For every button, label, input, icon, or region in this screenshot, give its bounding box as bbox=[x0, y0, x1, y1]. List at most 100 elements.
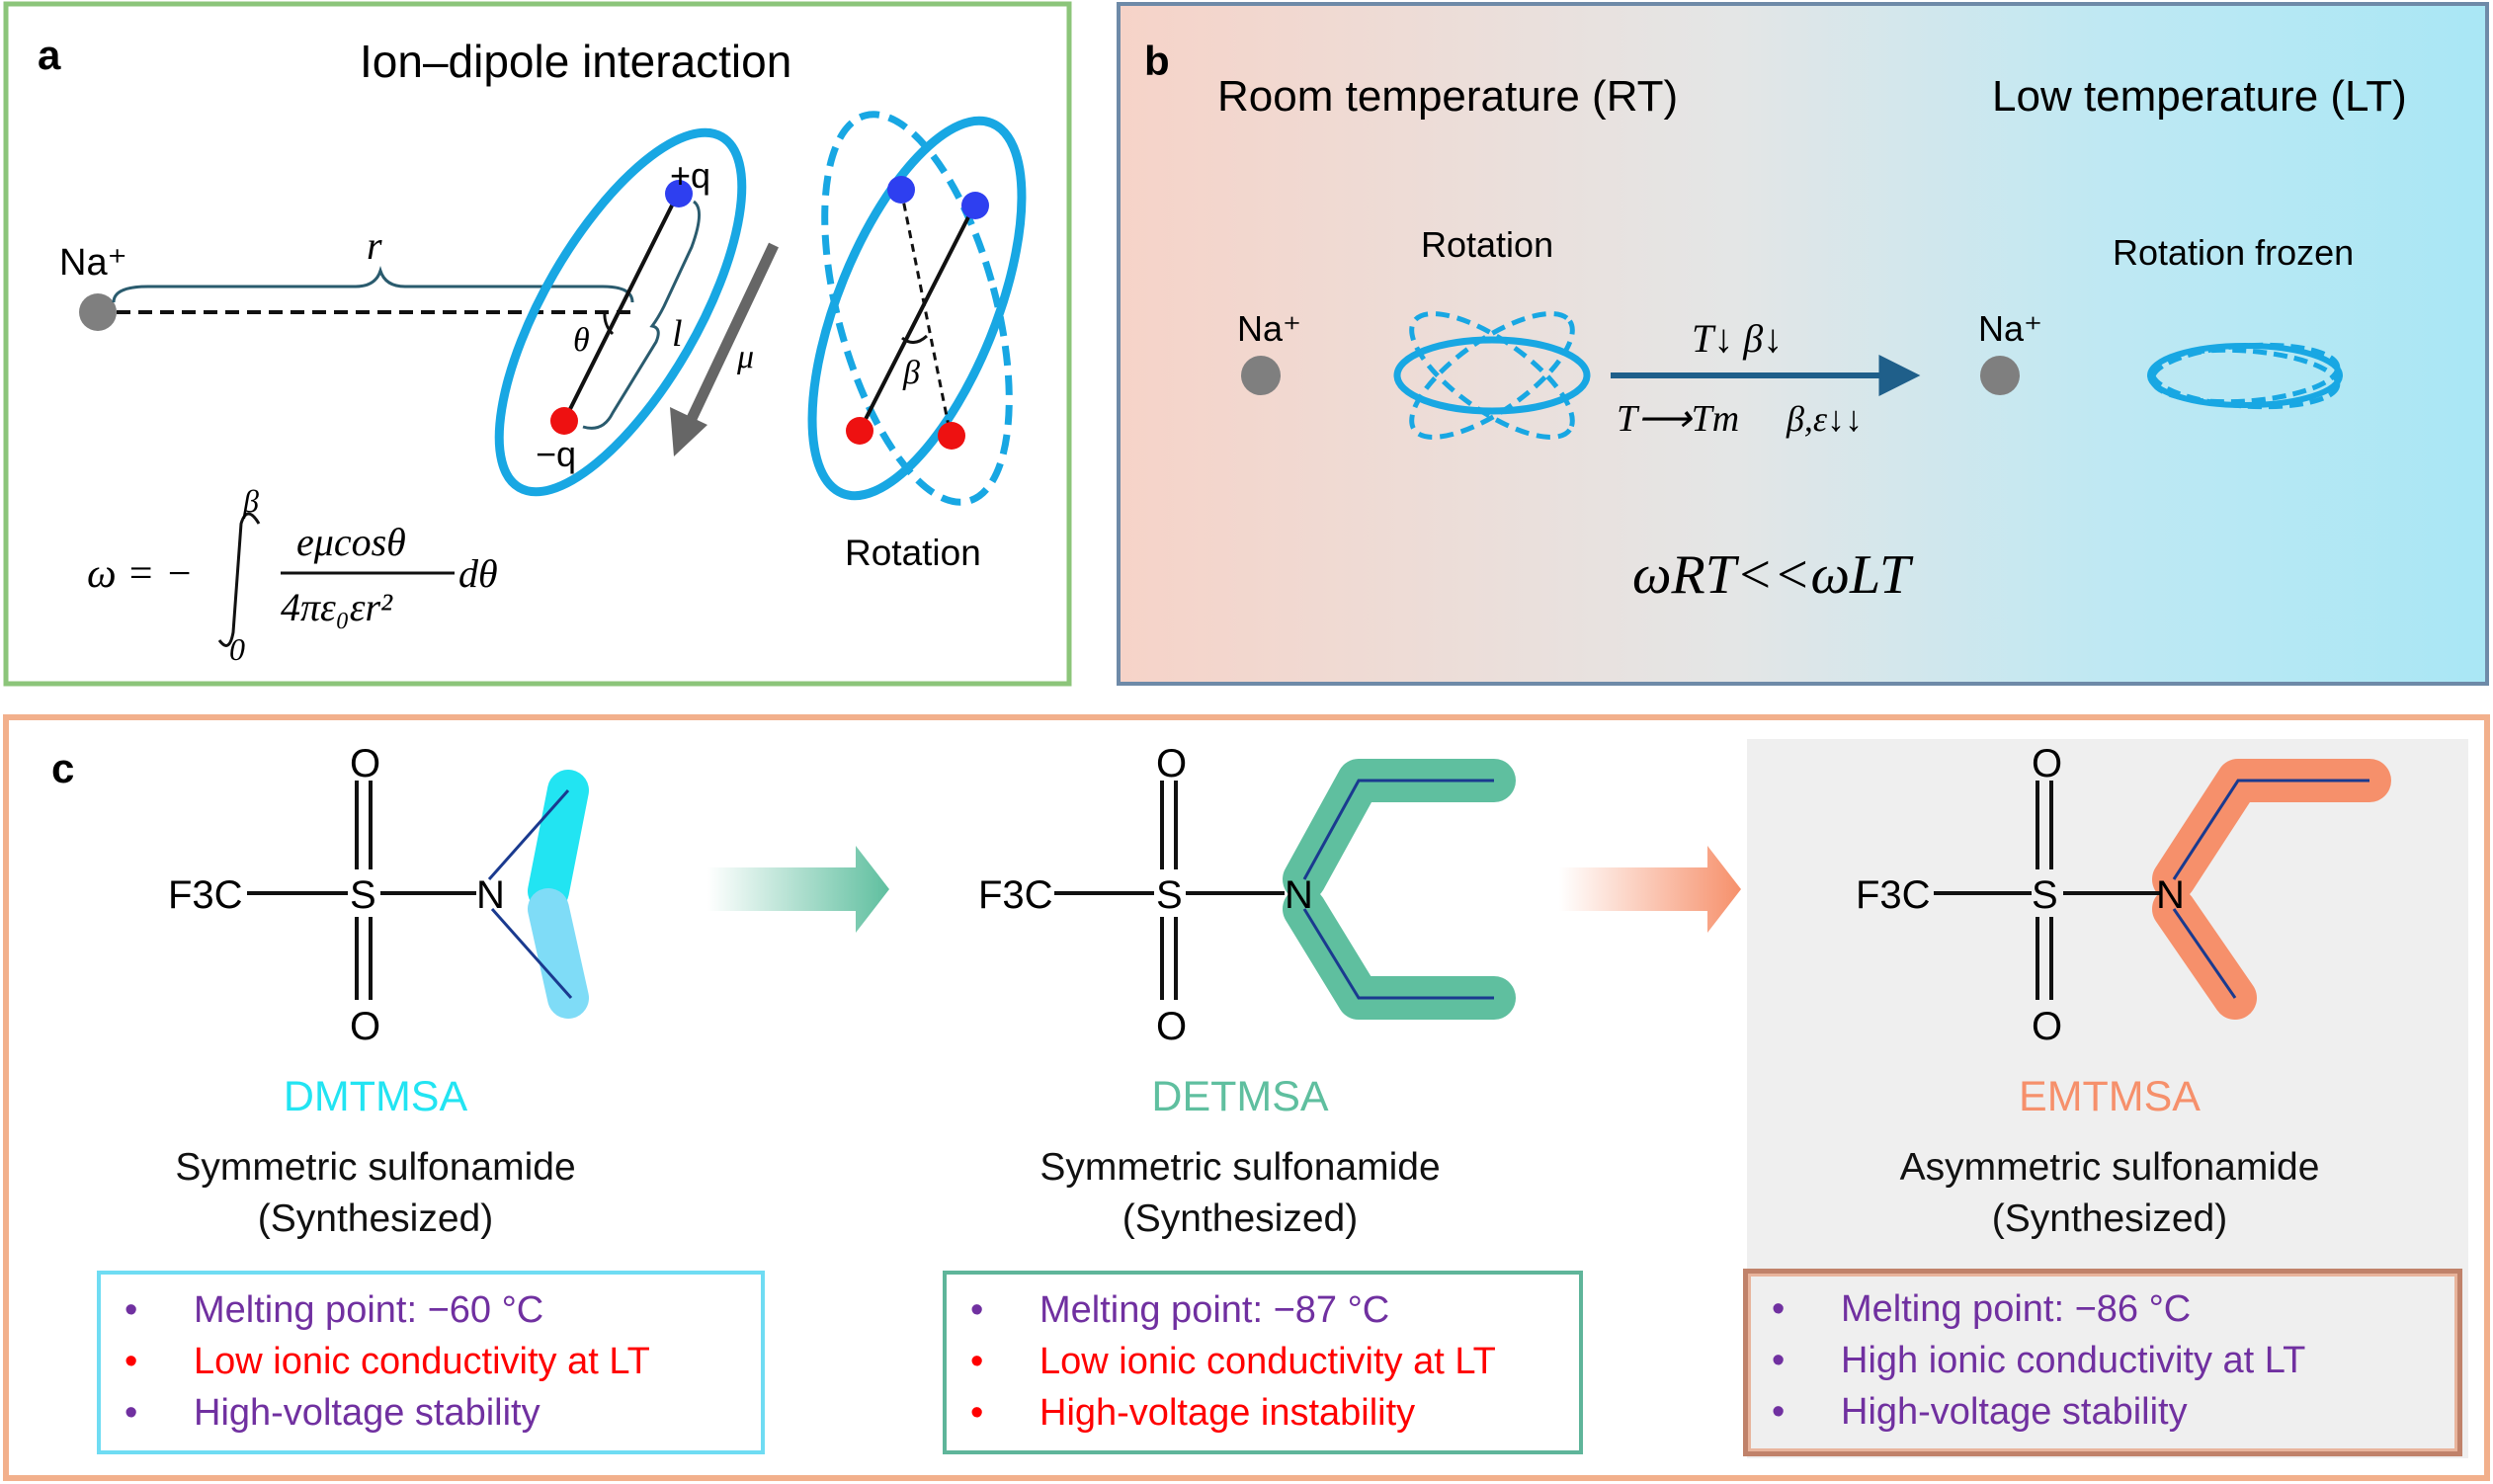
detmsa-description: Symmetric sulfonamide (Synthesized) bbox=[944, 1142, 1537, 1245]
dipole-moment-arrowhead bbox=[670, 407, 707, 456]
dmtmsa-s-label: S bbox=[350, 873, 376, 917]
frozen-label: Rotation frozen bbox=[2113, 232, 2354, 273]
dmtmsa-o-bottom: O bbox=[350, 1005, 380, 1048]
molecule-detmsa bbox=[1054, 759, 1516, 1020]
l-brace bbox=[582, 200, 701, 430]
plus-q-label: +q bbox=[670, 155, 710, 196]
dmtmsa-o-top: O bbox=[350, 742, 380, 785]
detmsa-o-bottom: O bbox=[1156, 1005, 1187, 1048]
rotation-axis-dashed bbox=[899, 189, 953, 437]
upper-limit: β bbox=[242, 483, 259, 519]
rt-ellipse-solid bbox=[1393, 336, 1591, 415]
beta-label: β bbox=[902, 355, 920, 391]
lt-ellipse-1 bbox=[2147, 343, 2343, 408]
detmsa-group-label: F3C bbox=[978, 873, 1053, 917]
detmsa-properties-box: •Melting point: −87 °C •Low ionic conduc… bbox=[943, 1271, 1583, 1454]
positive-pole bbox=[665, 180, 693, 207]
negative-pole bbox=[550, 407, 578, 435]
molecule-dmtmsa bbox=[247, 770, 589, 1019]
rt-ellipse-dashed-2 bbox=[1409, 311, 1575, 440]
dmtmsa-name: DMTMSA bbox=[283, 1073, 468, 1120]
rotation-label-a: Rotation bbox=[845, 533, 981, 573]
emtmsa-type: Asymmetric sulfonamide bbox=[1899, 1146, 2320, 1189]
theta-arc bbox=[603, 311, 615, 336]
arrow-bottom-right-label: β,ε↓↓ bbox=[1786, 399, 1863, 439]
dmtmsa-n-label: N bbox=[476, 873, 505, 917]
emtmsa-properties-box: •Melting point: −86 °C •High ionic condu… bbox=[1743, 1269, 2462, 1456]
formula-differential: dθ bbox=[458, 551, 498, 596]
ion-label-rt: Na⁺ bbox=[1237, 308, 1301, 349]
emtmsa-o-bottom: O bbox=[2032, 1005, 2062, 1048]
lt-title: Low temperature (LT) bbox=[1992, 72, 2407, 121]
detmsa-o-top: O bbox=[1156, 742, 1187, 785]
formula-denominator: 4πε₀εr² bbox=[281, 585, 393, 629]
rotation-negative-pole-1 bbox=[846, 417, 873, 445]
energy-relation: ωRT<<ωLT bbox=[1632, 544, 1914, 606]
formula-lhs: ω = − bbox=[87, 551, 193, 597]
detmsa-prop-3: •High-voltage instability bbox=[970, 1392, 1416, 1434]
minus-q-label: −q bbox=[536, 434, 576, 474]
dmtmsa-group-label: F3C bbox=[168, 873, 243, 917]
arrow-dmtmsa-to-detmsa bbox=[707, 846, 889, 933]
panel-a-label: a bbox=[38, 32, 61, 78]
theta-label: θ bbox=[573, 322, 590, 359]
emtmsa-name: EMTMSA bbox=[2019, 1073, 2201, 1120]
dipole-axis bbox=[562, 195, 679, 422]
rotation-positive-pole-1 bbox=[887, 176, 915, 204]
detmsa-prop-2: •Low ionic conductivity at LT bbox=[970, 1341, 1496, 1382]
panel-c-label: c bbox=[51, 745, 74, 791]
rotation-label-b: Rotation bbox=[1421, 224, 1553, 265]
arrow-top-label: T↓ β↓ bbox=[1692, 316, 1783, 361]
dipole-moment-arrow bbox=[684, 242, 779, 428]
rt-ellipse-dashed-1 bbox=[1409, 311, 1575, 440]
rt-title: Room temperature (RT) bbox=[1217, 72, 1678, 121]
dipole-ellipse bbox=[494, 127, 747, 497]
dmtmsa-properties-box: •Melting point: −60 °C •Low ionic conduc… bbox=[97, 1271, 765, 1454]
emtmsa-synth: (Synthesized) bbox=[1991, 1197, 2228, 1240]
sodium-ion bbox=[79, 293, 117, 331]
arrow-detmsa-to-emtmsa bbox=[1559, 846, 1741, 933]
emtmsa-prop-2: •High ionic conductivity at LT bbox=[1772, 1340, 2306, 1381]
dmtmsa-synth: (Synthesized) bbox=[257, 1197, 494, 1240]
detmsa-prop-1: •Melting point: −87 °C bbox=[970, 1289, 1390, 1331]
molecule-emtmsa bbox=[1934, 759, 2391, 1020]
ion-label-a: Na⁺ bbox=[59, 242, 127, 284]
sodium-ion-lt bbox=[1980, 356, 2020, 395]
lt-ellipse-2 bbox=[2149, 347, 2341, 410]
dmtmsa-description: Symmetric sulfonamide (Synthesized) bbox=[79, 1142, 672, 1245]
lower-limit: 0 bbox=[229, 631, 245, 667]
emtmsa-n-label: N bbox=[2156, 873, 2185, 917]
rotation-negative-pole-2 bbox=[938, 422, 965, 450]
emtmsa-group-label: F3C bbox=[1856, 873, 1931, 917]
ion-label-lt: Na⁺ bbox=[1978, 308, 2042, 349]
emtmsa-prop-1: •Melting point: −86 °C bbox=[1772, 1288, 2192, 1330]
dmtmsa-prop-3: •High-voltage stability bbox=[125, 1392, 540, 1434]
emtmsa-description: Asymmetric sulfonamide (Synthesized) bbox=[1813, 1142, 2406, 1245]
beta-arc bbox=[901, 334, 929, 344]
integral-sign bbox=[217, 512, 261, 647]
lt-ellipse-3 bbox=[2149, 342, 2341, 405]
panel-a-title: Ion–dipole interaction bbox=[360, 36, 791, 87]
sodium-ion-rt bbox=[1241, 356, 1281, 395]
dmtmsa-type: Symmetric sulfonamide bbox=[175, 1146, 576, 1189]
mu-label: μ bbox=[736, 339, 754, 375]
rotation-positive-pole-2 bbox=[961, 192, 989, 219]
r-label: r bbox=[367, 223, 382, 268]
arrow-bottom-left-label: T⟶Tm bbox=[1617, 398, 1739, 440]
panel-b-label: b bbox=[1144, 38, 1170, 84]
detmsa-type: Symmetric sulfonamide bbox=[1039, 1146, 1441, 1189]
emtmsa-o-top: O bbox=[2032, 742, 2062, 785]
detmsa-s-label: S bbox=[1156, 873, 1183, 917]
detmsa-name: DETMSA bbox=[1151, 1073, 1329, 1120]
dmtmsa-prop-1: •Melting point: −60 °C bbox=[125, 1289, 544, 1331]
rotation-ellipse-solid bbox=[807, 116, 1027, 501]
emtmsa-s-label: S bbox=[2032, 873, 2058, 917]
formula-numerator: eμcosθ bbox=[296, 520, 406, 564]
detmsa-n-label: N bbox=[1285, 873, 1313, 917]
detmsa-synth: (Synthesized) bbox=[1122, 1197, 1359, 1240]
dmtmsa-prop-2: •Low ionic conductivity at LT bbox=[125, 1341, 650, 1382]
emtmsa-prop-3: •High-voltage stability bbox=[1772, 1391, 2188, 1433]
l-label: l bbox=[672, 313, 683, 355]
